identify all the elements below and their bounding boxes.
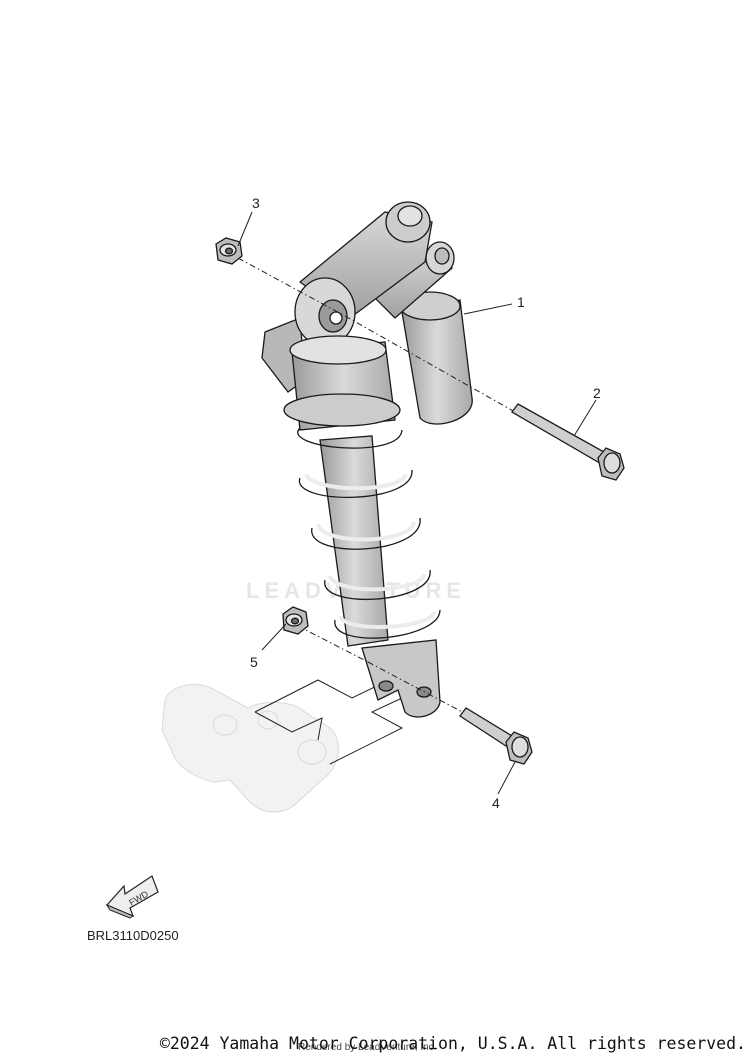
lower-bolt — [459, 707, 533, 765]
copyright-notice: ©2024 Yamaha Motor Corporation, U.S.A. A… — [159, 1034, 746, 1053]
fwd-arrow-icon: FWD — [105, 875, 159, 919]
callout-leaders — [237, 211, 597, 795]
link-bracket-ghost — [161, 684, 339, 813]
upper-bolt — [511, 403, 625, 481]
center-lines — [237, 257, 516, 717]
drawing-code: BRL3110D0250 — [87, 928, 179, 943]
upper-nut — [215, 237, 243, 265]
shock-spring — [297, 427, 441, 639]
shock-reservoir — [353, 241, 473, 425]
callout-5: 5 — [250, 654, 258, 670]
shock-lower-clevis — [361, 639, 441, 718]
link-connector-lines — [254, 679, 416, 765]
callout-2: 2 — [593, 385, 601, 401]
callout-3: 3 — [252, 195, 260, 211]
callout-1: 1 — [517, 294, 525, 310]
rendered-by-text: Rendered by LeadVenture, Inc. — [298, 1042, 437, 1053]
callout-4: 4 — [492, 795, 500, 811]
lower-nut — [282, 606, 309, 635]
